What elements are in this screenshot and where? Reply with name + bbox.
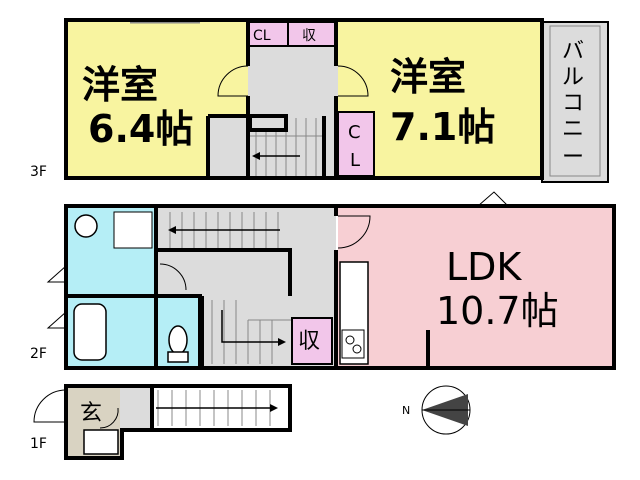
burner-2 — [352, 344, 362, 354]
storage-2f — [291, 317, 333, 365]
stair-arrow-head-2f-lower — [278, 338, 286, 346]
sink — [74, 214, 98, 238]
stair-arrow-head-3f — [252, 152, 260, 160]
stairs-2f-lower — [202, 296, 292, 364]
toilet-bowl — [168, 325, 188, 355]
stair-arrow-2f-lower — [221, 310, 282, 343]
floor-2-label: 2F — [30, 346, 47, 362]
ldk-room — [338, 208, 612, 366]
stair-arrow-head-1f — [270, 404, 278, 412]
door-swing-hall — [159, 263, 187, 291]
room-right-name: 洋室 — [390, 55, 466, 99]
walls-3f — [64, 18, 544, 180]
ldk-name: LDK — [446, 245, 522, 289]
stair-arrow-head-2f-upper — [168, 226, 176, 234]
door-swing-wash-ext — [46, 265, 67, 283]
storage-2f-label: 収 — [298, 329, 320, 354]
floor-3: 洋室 6.4帖 洋室 7.1帖 CL 収 C L バ ル コ ニ ー 3F — [30, 18, 609, 183]
entrance-label: 玄 — [80, 401, 102, 426]
stair-core-3f — [248, 114, 288, 132]
compass: N — [402, 385, 471, 435]
washing-machine — [113, 211, 153, 249]
stove — [341, 329, 365, 359]
door-swing-bath-ext — [46, 311, 67, 329]
walls-1f — [64, 384, 292, 460]
room-left-name: 洋室 — [82, 63, 158, 107]
door-swing-entrance — [33, 389, 67, 423]
storage-3f-label: 収 — [302, 28, 316, 44]
balcony-char-1: バ — [562, 39, 584, 64]
balcony-char-4: ニ — [562, 117, 584, 142]
compass-north-letter: N — [402, 404, 410, 417]
closet-cl-label: CL — [253, 28, 271, 44]
bathtub — [73, 303, 107, 361]
room-left-size: 6.4帖 — [88, 107, 193, 151]
door-swing-ldk — [337, 215, 371, 249]
floor-3-label: 3F — [30, 164, 47, 180]
storage-3f — [287, 21, 337, 47]
door-swing-right-room — [337, 65, 369, 97]
balcony-char-5: ー — [562, 145, 584, 170]
balcony-inner — [549, 25, 601, 177]
floor-1-label: 1F — [30, 436, 47, 452]
closet-l-label: L — [350, 150, 360, 171]
stair-treads-2f-lower — [211, 300, 292, 364]
floor-1: 玄 1F — [30, 384, 292, 460]
door-swing-left-room — [217, 65, 249, 97]
door-swing-balcony-top — [477, 191, 509, 207]
door-swing-entrance-inner — [99, 407, 119, 429]
balcony-char-2: ル — [562, 65, 584, 90]
room-right-size: 7.1帖 — [390, 105, 495, 149]
ldk-size: 10.7帖 — [436, 289, 559, 333]
hall-1f — [120, 388, 152, 428]
burner-1 — [345, 335, 355, 345]
floor-2: LDK 10.7帖 収 2F — [30, 191, 616, 370]
shoe-cabinet — [83, 429, 119, 455]
closet-c-label: C — [348, 122, 361, 143]
balcony-char-3: コ — [562, 91, 584, 116]
balcony — [541, 21, 609, 183]
toilet-tank — [167, 351, 189, 363]
walls-2f — [64, 204, 616, 370]
